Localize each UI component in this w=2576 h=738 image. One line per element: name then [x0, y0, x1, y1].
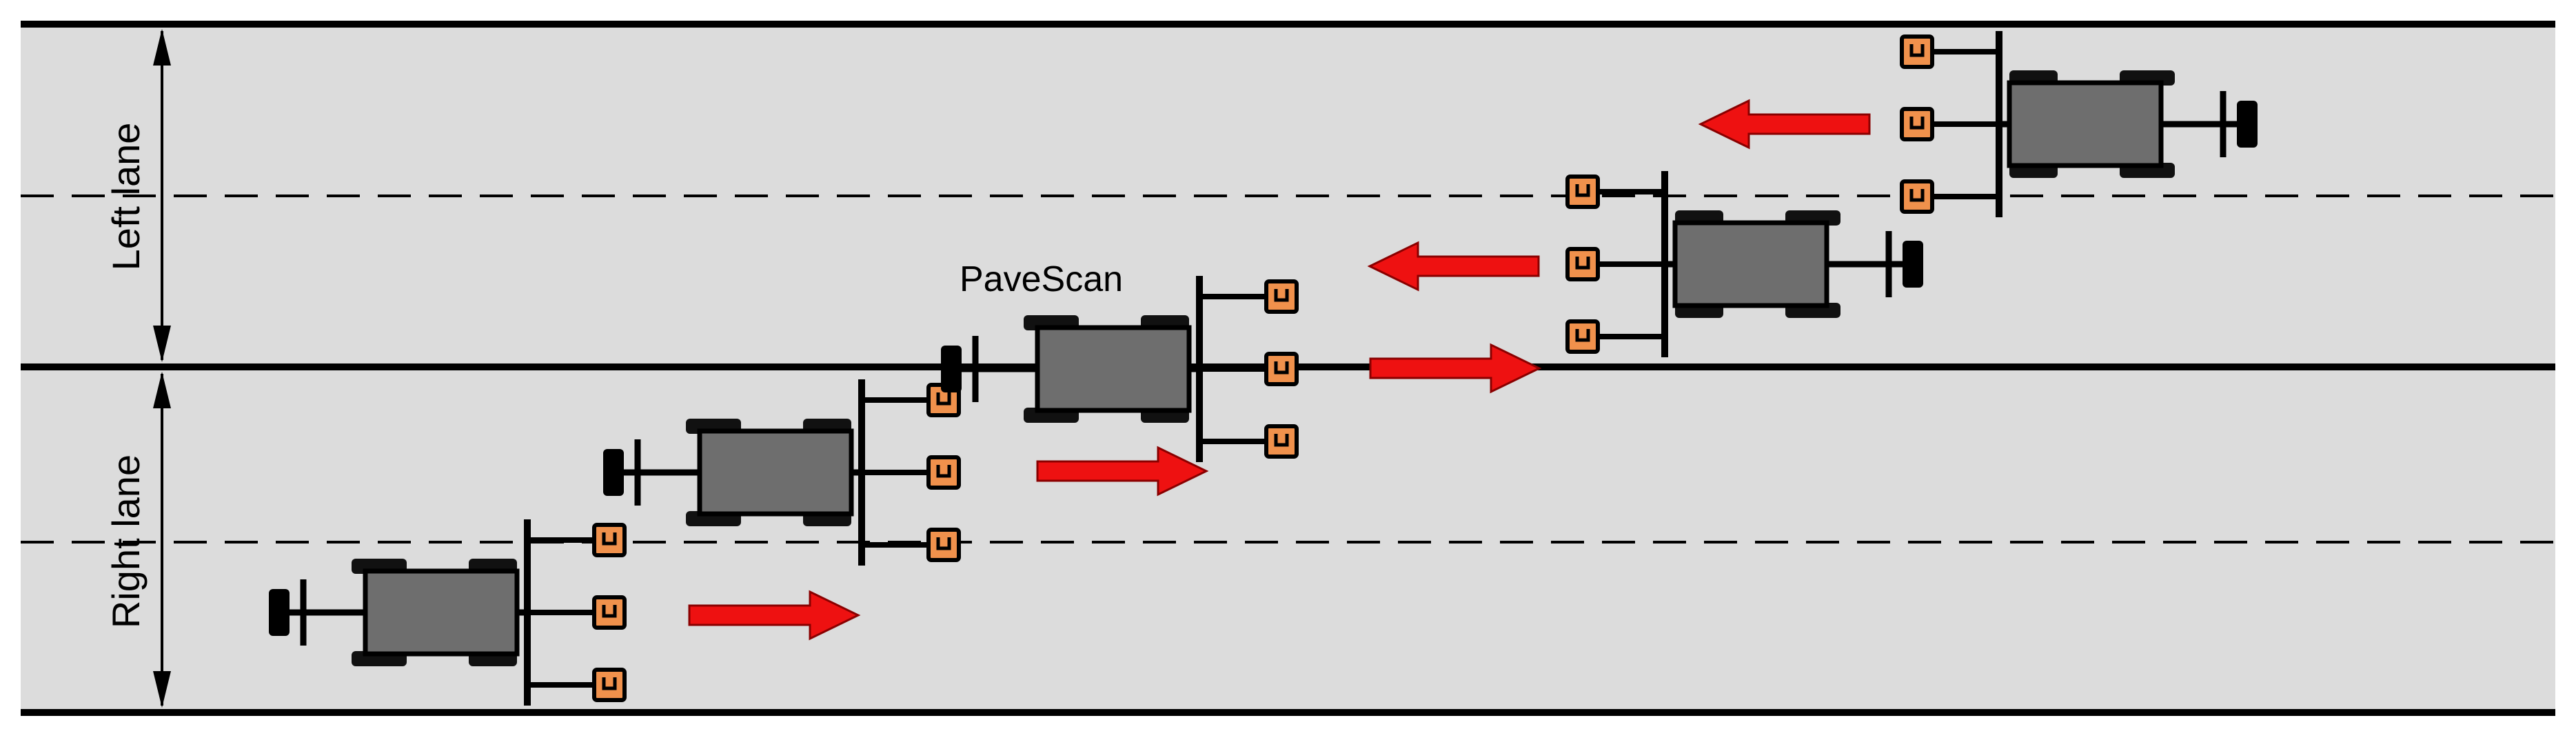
- right-lane-label: Right lane: [104, 455, 148, 628]
- right-lane-dimension-arrow: [153, 372, 171, 708]
- left-lane-dimension-arrow: [153, 29, 171, 362]
- left-lane-label: Left lane: [104, 123, 148, 271]
- pavescan-label: PaveScan: [960, 259, 1123, 299]
